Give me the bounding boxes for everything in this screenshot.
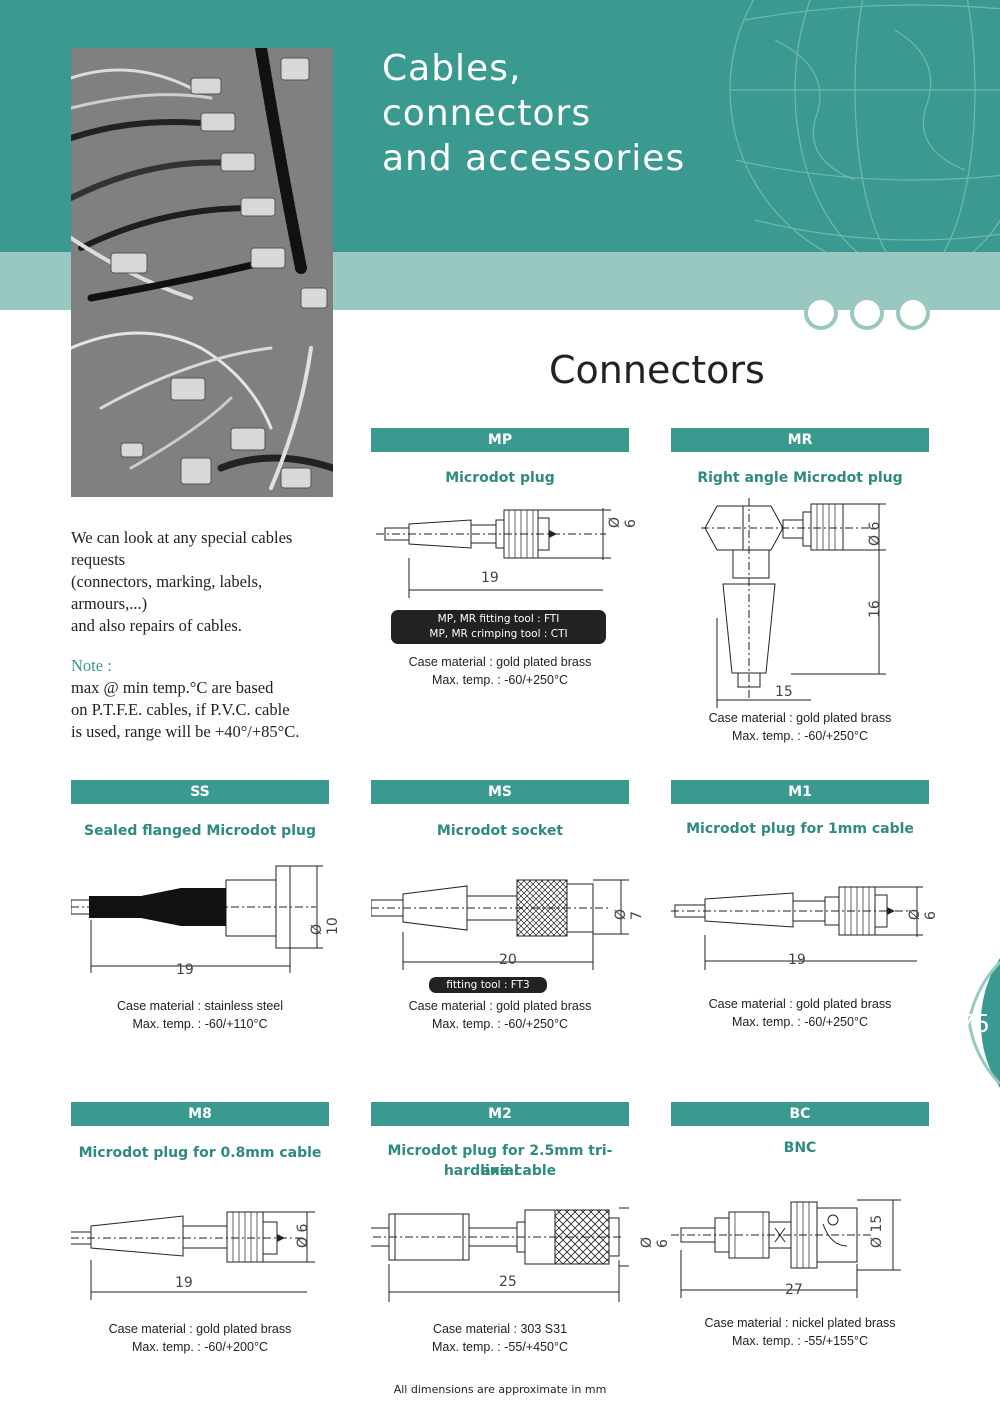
connector-name: Right angle Microdot plug [697,470,903,486]
material-text: Case material : gold plated brass [408,655,592,669]
intro-text: We can look at any special cables reques… [71,527,341,743]
connector-name: Microdot plug for 1mm cable [686,821,914,837]
connector-name: Microdot plug for 0.8mm cable [78,1145,322,1161]
connector-card-mr: MR Right angle Microdot plug 15 16 Ø 6 [671,428,929,743]
temp-text: Max. temp. : -60/+250°C [732,1015,868,1029]
dim-diameter: Ø 6 [907,908,939,920]
tool-line: MP, MR fitting tool : FTI [437,613,560,625]
bc-drawing [671,1199,901,1298]
dim-length: 15 [775,684,793,700]
dot-3 [896,296,930,330]
page-title: Cables, connectors and accessories [382,46,685,181]
connector-name-line-2: hardline cable [443,1163,557,1179]
tool-line: MP, MR crimping tool : CTI [429,628,568,640]
globe-graphic [715,0,1000,252]
m2-drawing [371,1207,629,1302]
temp-text: Max. temp. : -60/+110°C [132,1017,268,1031]
temp-text: Max. temp. : -60/+200°C [132,1340,268,1354]
connector-code: SS [71,780,329,804]
intro-line: (connectors, marking, labels, armours,..… [71,572,263,613]
m8-drawing [71,1211,315,1300]
temp-text: Max. temp. : -60/+250°C [432,1017,568,1031]
decorative-dots [800,296,930,330]
connector-card-ss: SS Sealed flanged Microdot plug 19 Ø 10 … [71,780,341,1080]
dim-length: 19 [788,952,806,968]
connector-name-line-1: Microdot plug for 2.5mm tri-axial [387,1143,613,1179]
connector-code: BC [671,1102,929,1126]
connector-name: Microdot socket [436,823,564,839]
ms-drawing [371,879,629,970]
cables-photo [71,48,333,497]
section-title: Connectors [549,348,765,392]
connector-code: M8 [71,1102,329,1126]
connector-code: MP [371,428,629,452]
material-text: Case material : stainless steel [116,999,284,1013]
dot-1 [804,296,838,330]
title-line-2: connectors [382,93,592,134]
connector-card-m8: M8 Microdot plug for 0.8mm cable 19 Ø 6 … [71,1102,329,1402]
dim-height: 16 [867,600,883,618]
dim-length: 27 [785,1282,803,1298]
dim-diameter: Ø 6 [639,1236,671,1248]
connector-card-m2: M2 Microdot plug for 2.5mm tri-axial har… [371,1102,671,1402]
tools-box: fitting tool : FT3 [429,977,547,993]
dim-length: 19 [176,962,194,978]
m1-drawing [671,886,923,970]
connector-card-mp: MP Microdot plug 19 Ø 6 MP, MR fitting t… [371,428,639,728]
mp-drawing [376,508,611,598]
connector-code: MS [371,780,629,804]
ss-drawing [71,865,323,973]
note-line: on P.T.F.E. cables, if P.V.C. cable [71,700,290,719]
note-label: Note : [71,656,112,675]
material-text: Case material : 303 S31 [432,1322,568,1336]
page-number: 75 [960,1008,989,1038]
note-line: is used, range will be +40°/+85°C. [71,722,300,741]
dim-diameter: Ø 6 [607,516,639,528]
dot-2 [850,296,884,330]
intro-line: and also repairs of cables. [71,616,242,635]
connector-code: MR [671,428,929,452]
dim-length: 19 [481,570,499,586]
connector-name: BNC [783,1140,817,1156]
title-line-1: Cables, [382,48,522,89]
tools-box: MP, MR fitting tool : FTI MP, MR crimpin… [391,610,606,644]
footer-note: All dimensions are approximate in mm [393,1383,607,1396]
connector-code: M2 [371,1102,629,1126]
connector-card-m1: M1 Microdot plug for 1mm cable 19 Ø 6 Ca… [671,780,939,1080]
dim-diameter: Ø 6 [867,521,883,546]
title-line-3: and accessories [382,138,686,179]
connector-name: Microdot plug [445,470,555,486]
temp-text: Max. temp. : -60/+250°C [732,729,868,743]
dim-diameter: Ø 10 [309,917,341,935]
dim-diameter: Ø 15 [869,1214,885,1248]
material-text: Case material : gold plated brass [708,711,892,725]
connector-card-bc: BC BNC 27 Ø 15 Case material : ni [671,1102,929,1402]
mr-drawing [701,498,886,708]
material-text: Case material : gold plated brass [408,999,592,1013]
connector-code: M1 [671,780,929,804]
connector-card-ms: MS Microdot socket 20 Ø 7 fitting tool :… [371,780,645,1080]
temp-text: Max. temp. : -55/+450°C [432,1340,568,1354]
dim-diameter: Ø 7 [613,908,645,920]
temp-text: Max. temp. : -60/+250°C [432,673,568,687]
dim-length: 25 [499,1274,517,1290]
dim-diameter: Ø 6 [295,1223,311,1248]
connector-name: Sealed flanged Microdot plug [84,823,316,839]
dim-length: 20 [499,952,517,968]
material-text: Case material : gold plated brass [708,997,892,1011]
material-text: Case material : nickel plated brass [704,1316,896,1330]
dim-length: 19 [175,1275,193,1291]
note-line: max @ min temp.°C are based [71,678,274,697]
page-tab [955,958,1000,1088]
temp-text: Max. temp. : -55/+155°C [732,1334,868,1348]
material-text: Case material : gold plated brass [108,1322,292,1336]
intro-line: We can look at any special cables reques… [71,528,293,569]
